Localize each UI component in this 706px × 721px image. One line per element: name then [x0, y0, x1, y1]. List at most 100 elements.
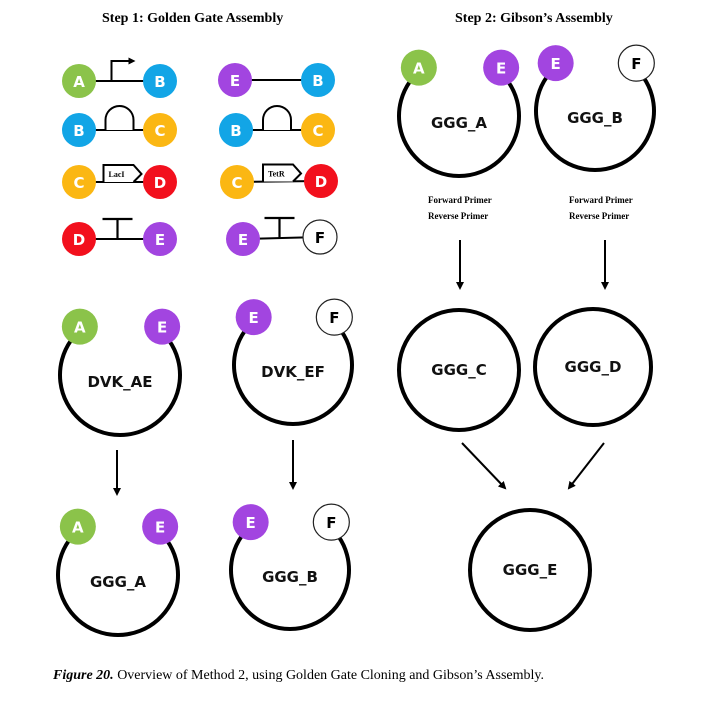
overhang-label: E	[155, 231, 165, 249]
overhang-circle	[483, 49, 520, 86]
overhang-label: E	[238, 231, 248, 249]
overhang-node-a: A	[62, 64, 96, 98]
overhang-node-d: D	[304, 164, 338, 198]
overhang-circle	[617, 44, 655, 82]
overhang-node-b: B	[219, 113, 253, 147]
plasmid-ggg-d: GGG_D	[533, 307, 653, 427]
overhang-node-b: B	[301, 63, 335, 97]
plasmid-backbone	[397, 80, 521, 178]
figure-caption: Figure 20. Overview of Method 2, using G…	[53, 668, 544, 684]
forward-primer-label: Forward Primer	[569, 195, 633, 205]
overhang-node-c: C	[62, 165, 96, 199]
overhang-circle	[62, 222, 96, 256]
plasmid-backbone	[229, 535, 351, 631]
arrow-ggg-c-to-ggg-e	[461, 442, 507, 490]
overhang-circle	[62, 165, 96, 199]
terminator-icon	[264, 216, 295, 238]
cds-label: TetR	[268, 170, 285, 179]
overhang-label: A	[74, 319, 86, 337]
overhang-label: C	[73, 174, 84, 192]
overhang-node-b: B	[143, 64, 177, 98]
plasmid-name: DVK_AE	[87, 373, 152, 391]
overhang-label: C	[231, 174, 242, 192]
overhang-label: B	[73, 122, 84, 140]
overhang-node-c: C	[301, 113, 335, 147]
overhang-node-d: D	[143, 165, 177, 199]
plasmid-ring	[397, 308, 521, 432]
overhang-label: E	[246, 514, 256, 532]
overhang-label: B	[312, 72, 323, 90]
overhang-node-f: F	[312, 503, 350, 541]
plasmid-backbone	[232, 330, 354, 426]
plasmid-name: GGG_B	[567, 109, 623, 127]
overhang-circle	[304, 164, 338, 198]
overhang-node-c: C	[220, 165, 254, 199]
overhang-label: E	[157, 319, 167, 337]
overhang-node-e: E	[226, 222, 260, 256]
step1-title: Step 1: Golden Gate Assembly	[102, 11, 283, 26]
plasmid-name: DVK_EF	[261, 363, 325, 381]
overhang-label: D	[73, 231, 85, 249]
overhang-circle	[144, 308, 181, 345]
overhang-circle	[59, 508, 96, 545]
overhang-node-f: F	[315, 298, 353, 336]
overhang-node-e: E	[537, 45, 574, 82]
plasmid-backbone	[56, 539, 180, 637]
plasmid-ggg-e: GGG_E	[468, 508, 592, 632]
overhang-circle	[143, 113, 177, 147]
overhang-node-e: E	[142, 508, 179, 545]
overhang-node-a: A	[59, 508, 96, 545]
plasmid-name: GGG_E	[503, 561, 558, 579]
overhang-label: B	[154, 73, 165, 91]
overhang-circle	[315, 298, 353, 336]
terminator-icon	[102, 217, 133, 239]
plasmid-dvk-ef: E F DVK_EF	[232, 298, 354, 426]
overhang-circle	[226, 222, 260, 256]
reverse-primer-label: Reverse Primer	[428, 211, 488, 221]
arrow-ggg-d-to-ggg-e	[567, 442, 605, 490]
overhang-node-a: A	[400, 49, 437, 86]
overhang-circle	[301, 63, 335, 97]
plasmid-backbone	[534, 76, 656, 172]
overhang-label: B	[230, 122, 241, 140]
overhang-label: F	[326, 514, 336, 532]
plasmid-name: GGG_D	[565, 358, 622, 376]
overhang-label: D	[154, 174, 166, 192]
overhang-node-e: E	[235, 299, 272, 336]
overhang-label: D	[315, 173, 327, 191]
overhang-node-e: E	[143, 222, 177, 256]
overhang-label: C	[154, 122, 165, 140]
overhang-circle	[312, 503, 350, 541]
figure-label: Figure 20.	[53, 668, 114, 683]
overhang-node-e: E	[232, 504, 269, 541]
overhang-circle	[232, 504, 269, 541]
overhang-label: A	[72, 519, 84, 537]
overhang-circle	[62, 113, 96, 147]
caption-text: Overview of Method 2, using Golden Gate …	[113, 668, 545, 683]
promoter-icon	[110, 57, 136, 81]
overhang-label: E	[230, 72, 240, 90]
part-c-d: TetR C D	[220, 163, 338, 199]
plasmid-ggg-c: GGG_C	[397, 308, 521, 432]
overhang-circle	[537, 45, 574, 82]
overhang-circle	[218, 63, 252, 97]
overhang-circle	[302, 219, 338, 255]
overhang-label: F	[631, 55, 641, 73]
overhang-label: F	[315, 229, 325, 247]
overhang-node-d: D	[62, 222, 96, 256]
overhang-circle	[219, 113, 253, 147]
overhang-circle	[143, 64, 177, 98]
forward-primer-label: Forward Primer	[428, 195, 492, 205]
plasmid-ggg-b-step2: E F GGG_B	[534, 44, 656, 172]
rbs-icon	[262, 105, 292, 130]
overhang-node-b: B	[62, 113, 96, 147]
plasmid-ring	[468, 508, 592, 632]
overhang-node-f: F	[617, 44, 655, 82]
overhang-circle	[400, 49, 437, 86]
